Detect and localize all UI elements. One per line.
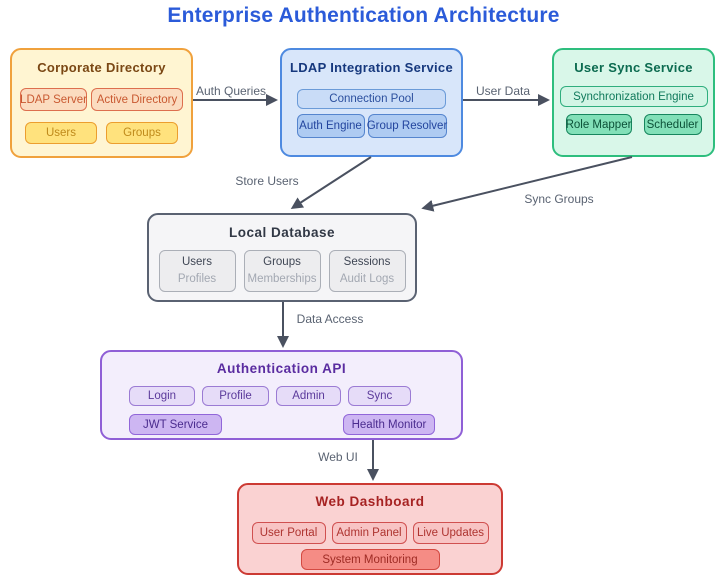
node-user-sync-service: User Sync Service Synchronization Engine… [552, 48, 715, 157]
corporate-directory-row-1: LDAP Server Active Directory [12, 88, 191, 111]
groups-memberships-line2: Memberships [247, 273, 317, 285]
node-user-portal: User Portal [251, 522, 326, 544]
web-dashboard-row-1: User Portal Admin Panel Live Updates [239, 522, 501, 544]
groups-memberships-line1: Groups [263, 256, 301, 269]
node-groups-memberships: Groups Memberships [243, 250, 321, 292]
web-dashboard-title: Web Dashboard [315, 494, 425, 509]
node-jwt-service: JWT Service [129, 414, 222, 435]
node-authentication-api: Authentication API Login Profile Admin S… [100, 350, 463, 440]
node-local-database: Local Database Users Profiles Groups Mem… [147, 213, 417, 302]
edge-label-data-access: Data Access [296, 312, 364, 326]
node-live-updates: Live Updates [412, 522, 489, 544]
node-scheduler: Scheduler [643, 114, 702, 135]
edge-label-sync-groups: Sync Groups [524, 192, 594, 206]
ldap-service-title: LDAP Integration Service [289, 60, 453, 75]
node-connection-pool: Connection Pool [297, 89, 446, 109]
edge-store-users [290, 156, 372, 209]
node-ldap-integration-service: LDAP Integration Service Connection Pool… [280, 48, 463, 157]
local-database-row: Users Profiles Groups Memberships Sessio… [149, 250, 415, 292]
user-sync-row-1: Synchronization Engine [554, 86, 713, 107]
local-database-title: Local Database [228, 225, 336, 240]
users-profiles-line2: Profiles [177, 273, 217, 285]
node-active-directory: Active Directory [91, 88, 183, 111]
node-web-dashboard: Web Dashboard User Portal Admin Panel Li… [237, 483, 503, 575]
edge-label-web-ui: Web UI [318, 450, 358, 464]
node-users: Users [25, 122, 97, 144]
node-admin: Admin [276, 386, 341, 406]
authentication-api-row-2: JWT Service Health Monitor [102, 414, 461, 435]
node-synchronization-engine: Synchronization Engine [559, 86, 708, 107]
node-groups: Groups [106, 122, 178, 144]
corporate-directory-row-2: Users Groups [12, 122, 191, 144]
edge-label-user-data: User Data [475, 84, 531, 98]
diagram-title: Enterprise Authentication Architecture [167, 4, 560, 27]
node-sessions-audit-logs: Sessions Audit Logs [328, 250, 406, 292]
ldap-service-row-2: Auth Engine Group Resolver [282, 114, 461, 138]
authentication-api-title: Authentication API [216, 361, 347, 376]
node-health-monitor: Health Monitor [343, 414, 435, 435]
node-login: Login [129, 386, 195, 406]
node-role-mapper: Role Mapper [565, 114, 632, 135]
users-profiles-line1: Users [181, 256, 213, 269]
node-system-monitoring: System Monitoring [300, 549, 440, 570]
web-dashboard-row-2: System Monitoring [239, 549, 501, 570]
user-sync-title: User Sync Service [574, 60, 693, 75]
node-users-profiles: Users Profiles [158, 250, 236, 292]
node-corporate-directory: Corporate Directory LDAP Server Active D… [10, 48, 193, 158]
node-profile: Profile [202, 386, 269, 406]
user-sync-row-2: Role Mapper Scheduler [554, 114, 713, 135]
node-auth-engine: Auth Engine [296, 114, 365, 138]
sessions-audit-line1: Sessions [343, 256, 391, 269]
edge-label-store-users: Store Users [235, 174, 299, 188]
ldap-service-row-1: Connection Pool [282, 89, 461, 109]
sessions-audit-line2: Audit Logs [339, 273, 395, 285]
corporate-directory-title: Corporate Directory [37, 60, 166, 75]
node-admin-panel: Admin Panel [331, 522, 407, 544]
edge-label-auth-queries: Auth Queries [195, 84, 267, 98]
node-sync: Sync [348, 386, 411, 406]
node-group-resolver: Group Resolver [367, 114, 447, 138]
authentication-api-row-1: Login Profile Admin Sync [102, 386, 461, 406]
node-ldap-server: LDAP Server [20, 88, 87, 111]
